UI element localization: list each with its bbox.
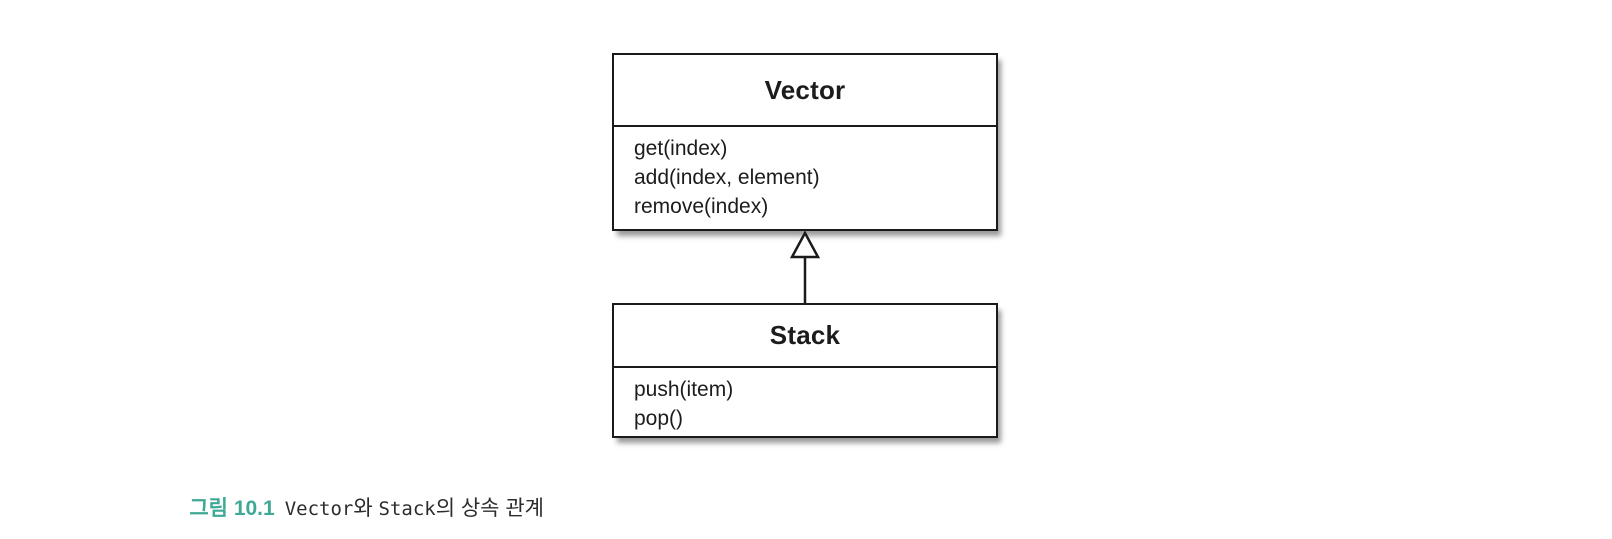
method-item: push(item) [634, 378, 734, 401]
uml-class-vector: Vector get(index) add(index, element) re… [612, 53, 998, 231]
method-item: get(index) [634, 137, 728, 160]
figure-caption: 그림 10.1 Vector와 Stack의 상속 관계 [166, 468, 544, 539]
figure-number-label: 그림 10.1 [189, 497, 275, 520]
caption-text: 와 [353, 497, 379, 520]
uml-class-stack: Stack push(item) pop() [612, 303, 998, 438]
method-item: pop() [634, 407, 684, 430]
method-item: add(index, element) [634, 166, 820, 189]
caption-code-stack: Stack [378, 498, 436, 520]
class-name-vector: Vector [614, 55, 996, 127]
class-methods-vector: get(index) add(index, element) remove(in… [614, 127, 996, 221]
inheritance-arrow-icon [789, 231, 821, 303]
caption-text: 의 상속 관계 [435, 497, 544, 520]
caption-code-vector: Vector [284, 498, 354, 520]
method-item: remove(index) [634, 195, 769, 218]
class-name-stack: Stack [614, 305, 996, 368]
class-methods-stack: push(item) pop() [614, 368, 996, 433]
